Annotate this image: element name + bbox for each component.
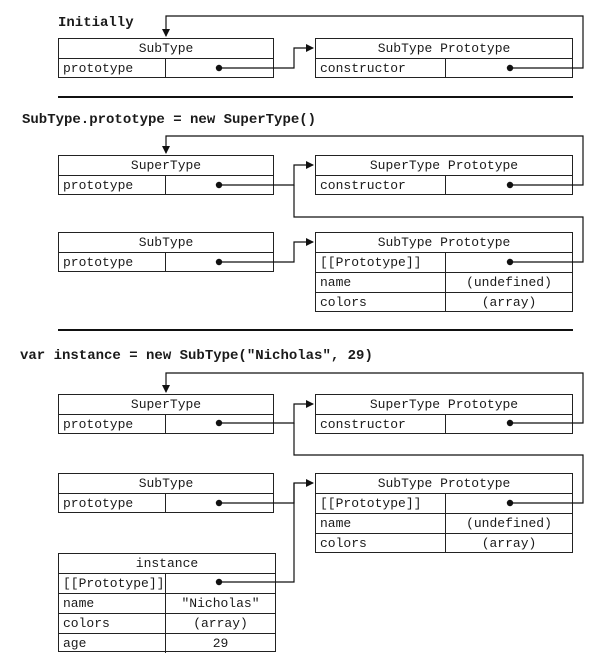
key-name: name (316, 514, 446, 533)
value-name: (undefined) (466, 516, 552, 531)
row-prototype: prototype (59, 59, 273, 78)
pointer-cell (446, 176, 572, 195)
key-prototype: prototype (59, 253, 166, 272)
box-title: SuperType (59, 156, 273, 176)
key-proto-slot: [[Prototype]] (316, 253, 446, 272)
box-title: SubType (59, 39, 273, 59)
box-title: SubType (59, 474, 273, 494)
pointer-cell (166, 253, 273, 272)
pointer-cell (166, 494, 273, 513)
key-proto-slot: [[Prototype]] (316, 494, 446, 513)
box-supertype-3: SuperType prototype (58, 394, 274, 434)
key-prototype: prototype (59, 176, 166, 195)
key-constructor: constructor (316, 59, 446, 78)
value-colors: (array) (193, 616, 248, 631)
row-proto-slot: [[Prototype]] (316, 253, 572, 273)
value-age: 29 (212, 636, 229, 651)
box-supertype-prototype-2: SuperType Prototype constructor (315, 155, 573, 195)
box-title: SuperType (59, 395, 273, 415)
box-subtype-prototype-2: SubType Prototype [[Prototype]] name (un… (315, 232, 573, 312)
value-colors: (array) (481, 536, 537, 551)
box-subtype-2: SubType prototype (58, 232, 274, 272)
box-subtype-3: SubType prototype (58, 473, 274, 513)
box-title: SubType Prototype (316, 474, 572, 494)
pointer-cell (166, 415, 273, 434)
row-prototype: prototype (59, 494, 273, 513)
box-title: SubType Prototype (316, 39, 572, 59)
key-proto-slot: [[Prototype]] (59, 574, 166, 593)
row-colors: colors (array) (316, 293, 572, 312)
row-prototype: prototype (59, 253, 273, 272)
box-instance: instance [[Prototype]] name "Nicholas" c… (58, 553, 276, 653)
pointer-cell (166, 176, 273, 195)
key-prototype: prototype (59, 494, 166, 513)
key-prototype: prototype (59, 59, 166, 78)
row-name: name (undefined) (316, 273, 572, 293)
value-name: (undefined) (466, 275, 552, 290)
row-name: name "Nicholas" (59, 594, 275, 614)
box-subtype-1: SubType prototype (58, 38, 274, 78)
section-heading-new-instance: var instance = new SubType("Nicholas", 2… (20, 348, 373, 364)
row-age: age 29 (59, 634, 275, 653)
section-heading-assign-prototype: SubType.prototype = new SuperType() (22, 112, 317, 128)
pointer-cell (166, 574, 275, 593)
pointer-cell (446, 59, 572, 78)
key-name: name (316, 273, 446, 292)
row-constructor: constructor (316, 415, 572, 434)
key-colors: colors (59, 614, 166, 633)
pointer-cell (446, 415, 572, 434)
box-title: SubType Prototype (316, 233, 572, 253)
row-colors: colors (array) (59, 614, 275, 634)
key-prototype: prototype (59, 415, 166, 434)
row-proto-slot: [[Prototype]] (59, 574, 275, 594)
pointer-cell (166, 59, 273, 78)
box-supertype-prototype-3: SuperType Prototype constructor (315, 394, 573, 434)
box-title: instance (59, 554, 275, 574)
key-age: age (59, 634, 166, 653)
row-colors: colors (array) (316, 534, 572, 553)
key-constructor: constructor (316, 176, 446, 195)
row-constructor: constructor (316, 176, 572, 195)
row-constructor: constructor (316, 59, 572, 78)
value-colors: (array) (481, 295, 537, 310)
box-supertype-2: SuperType prototype (58, 155, 274, 195)
box-subtype-prototype-1: SubType Prototype constructor (315, 38, 573, 78)
row-prototype: prototype (59, 176, 273, 195)
key-colors: colors (316, 534, 446, 553)
divider-2 (58, 329, 573, 331)
value-name: "Nicholas" (181, 596, 260, 611)
key-constructor: constructor (316, 415, 446, 434)
box-title: SubType (59, 233, 273, 253)
key-colors: colors (316, 293, 446, 312)
pointer-cell (446, 253, 572, 272)
box-title: SuperType Prototype (316, 395, 572, 415)
divider-1 (58, 96, 573, 98)
row-proto-slot: [[Prototype]] (316, 494, 572, 514)
pointer-cell (446, 494, 572, 513)
key-name: name (59, 594, 166, 613)
box-subtype-prototype-3: SubType Prototype [[Prototype]] name (un… (315, 473, 573, 553)
box-title: SuperType Prototype (316, 156, 572, 176)
row-name: name (undefined) (316, 514, 572, 534)
section-heading-initially: Initially (58, 15, 134, 31)
row-prototype: prototype (59, 415, 273, 434)
